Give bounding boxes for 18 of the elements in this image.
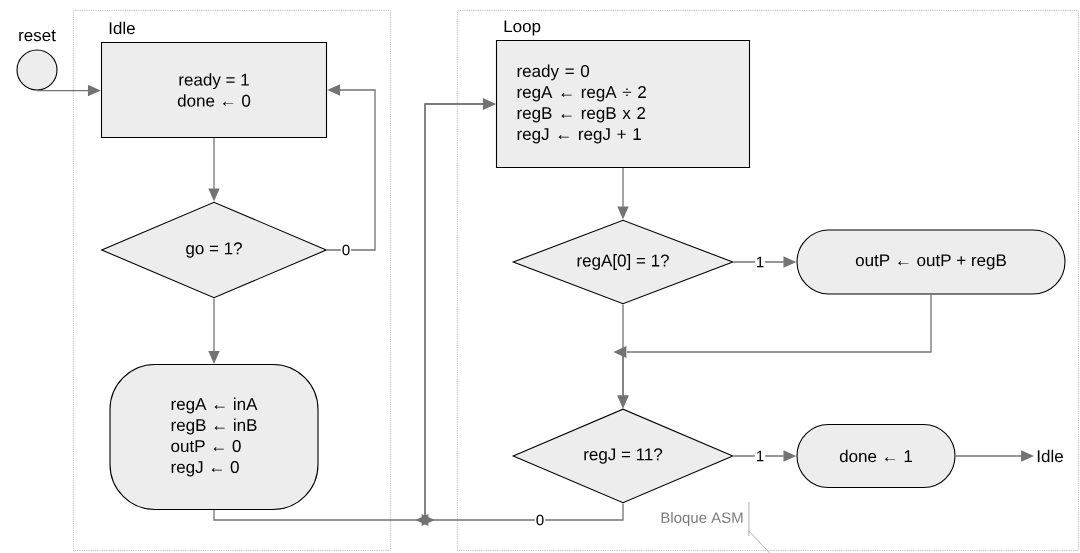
- edge-label: 1: [754, 255, 766, 269]
- action-box: done ← 1: [796, 423, 956, 489]
- edge-label: 0: [534, 513, 546, 527]
- node-label: reset: [19, 30, 56, 42]
- state-reference: Idle: [1037, 449, 1063, 463]
- state-block: [73, 10, 391, 551]
- state-name: Loop: [504, 20, 541, 36]
- action-box: outP ← outP + regB: [796, 229, 1066, 295]
- state-box: ready = 1 done ← 0: [100, 41, 328, 139]
- edge-label: 0: [340, 243, 352, 257]
- action-box: regA ← inA regB ← inB outP ← 0 regJ ← 0: [109, 363, 319, 511]
- edge-label: 1: [754, 449, 766, 463]
- state-box: ready = 0 regA ← regA ÷ 2 regB ← regB x 2 regJ ← regJ + 1: [495, 39, 751, 169]
- arrow: [326, 84, 376, 251]
- state-block: [457, 10, 1079, 551]
- arrow: [415, 98, 624, 527]
- state-name: Idle: [109, 21, 135, 35]
- block-label: Bloque ASM: [661, 512, 743, 526]
